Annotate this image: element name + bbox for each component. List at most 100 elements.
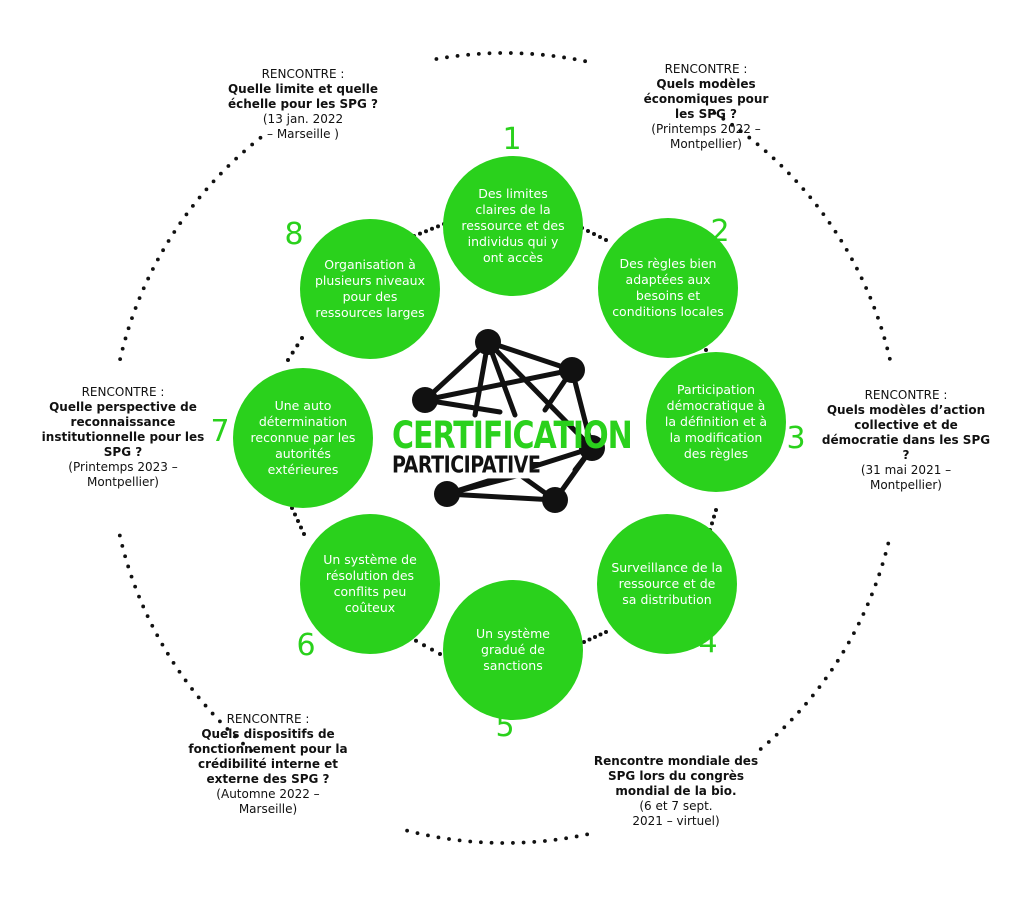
ring-dot bbox=[178, 221, 183, 226]
ring-dot bbox=[835, 658, 840, 663]
ring-dot bbox=[457, 838, 462, 843]
ring-dot bbox=[258, 135, 263, 140]
ring-dot bbox=[242, 149, 246, 154]
ring-dot bbox=[141, 286, 146, 291]
ring-dot bbox=[161, 248, 165, 253]
connector-dot bbox=[592, 232, 596, 236]
ring-dot bbox=[130, 316, 134, 320]
ring-dot bbox=[234, 156, 239, 161]
ring-dot bbox=[133, 306, 138, 310]
ring-dot bbox=[211, 179, 216, 184]
meeting-note-top-left: RENCONTRE : Quelle limite et quelle éche… bbox=[218, 67, 388, 142]
ring-dot bbox=[126, 564, 131, 569]
principle-text: Organisation à plusieurs niveaux pour de… bbox=[314, 257, 426, 320]
ring-dot bbox=[405, 828, 410, 833]
ring-dot bbox=[564, 836, 569, 841]
ring-dot bbox=[530, 52, 535, 56]
ring-dot bbox=[218, 719, 222, 724]
inner-dotted-ring bbox=[286, 222, 718, 656]
ring-dot bbox=[203, 703, 208, 708]
principle-circle-6: Un système de résolution des conflits pe… bbox=[300, 514, 440, 654]
connector-dot bbox=[582, 640, 586, 644]
ring-dot bbox=[839, 238, 844, 243]
outer-dotted-ring bbox=[117, 51, 892, 845]
ring-dot bbox=[196, 695, 201, 700]
ring-dot bbox=[150, 623, 155, 628]
ring-dot bbox=[183, 678, 188, 683]
ring-dot bbox=[850, 257, 854, 262]
ring-dot bbox=[455, 53, 460, 58]
ring-dot bbox=[583, 59, 588, 64]
ring-dot bbox=[880, 562, 885, 567]
principle-number-1: 1 bbox=[502, 122, 522, 157]
ring-dot bbox=[543, 839, 547, 843]
connector-dot bbox=[414, 638, 418, 643]
meeting-label: RENCONTRE : bbox=[864, 388, 948, 402]
connector-dot bbox=[424, 229, 428, 234]
meeting-question: Quelle limite et quelle échelle pour les… bbox=[227, 82, 378, 111]
ring-dot bbox=[137, 594, 141, 599]
meeting-note-bottom-left: RENCONTRE : Quels dispositifs de fonctio… bbox=[176, 712, 360, 817]
ring-dot bbox=[123, 554, 128, 559]
ring-dot bbox=[225, 727, 230, 731]
connector-dot bbox=[430, 226, 434, 231]
ring-dot bbox=[872, 305, 877, 310]
network-node bbox=[412, 387, 438, 413]
network-node bbox=[579, 435, 605, 461]
ring-dot bbox=[171, 660, 176, 665]
principle-text: Des limites claires de la ressource et d… bbox=[461, 186, 565, 265]
ring-dot bbox=[218, 171, 223, 176]
ring-dot bbox=[241, 741, 245, 746]
connector-dot bbox=[293, 512, 297, 517]
principle-text: Une auto détermination reconnue par les … bbox=[250, 398, 356, 477]
principle-circle-4: Surveillance de la ressource et de sa di… bbox=[597, 514, 737, 654]
ring-dot bbox=[572, 57, 577, 62]
ring-dot bbox=[774, 732, 779, 737]
ring-dot bbox=[841, 649, 846, 654]
principle-circle-3: Participation démocratique à la définiti… bbox=[646, 352, 786, 492]
ring-dot bbox=[855, 266, 859, 271]
ring-dot bbox=[141, 604, 146, 609]
connector-dot bbox=[586, 229, 590, 233]
ring-dot bbox=[856, 621, 861, 626]
connector-dot bbox=[604, 238, 608, 242]
connector-dot bbox=[714, 508, 718, 512]
ring-dot bbox=[521, 840, 526, 845]
principle-circle-8: Organisation à plusieurs niveaux pour de… bbox=[300, 219, 440, 359]
ring-dot bbox=[755, 142, 760, 147]
ring-dot bbox=[478, 840, 483, 845]
ring-dot bbox=[184, 212, 189, 217]
principle-text: Des règles bien adaptées aux besoins et … bbox=[612, 256, 724, 319]
ring-dot bbox=[155, 633, 160, 638]
ring-dot bbox=[553, 837, 558, 842]
ring-dot bbox=[562, 55, 566, 60]
connector-dot bbox=[704, 348, 708, 352]
ring-dot bbox=[846, 640, 851, 645]
connector-dot bbox=[286, 358, 290, 362]
ring-dot bbox=[865, 602, 870, 607]
connector-dot bbox=[598, 235, 602, 239]
meeting-label: RENCONTRE : bbox=[226, 712, 310, 726]
ring-dot bbox=[145, 614, 150, 619]
ring-dot bbox=[434, 57, 439, 61]
connector-dot bbox=[290, 350, 295, 355]
ring-dot bbox=[852, 631, 856, 636]
connector-dot bbox=[300, 336, 304, 340]
principle-text: Un système gradué de sanctions bbox=[476, 626, 550, 673]
ring-dot bbox=[738, 129, 743, 133]
ring-dot bbox=[249, 748, 253, 753]
ring-dot bbox=[730, 122, 735, 127]
ring-dot bbox=[466, 52, 471, 57]
meeting-details: (Printemps 2022 – Montpellier) bbox=[651, 122, 761, 151]
ring-dot bbox=[519, 51, 524, 56]
ring-dot bbox=[476, 51, 481, 56]
ring-dot bbox=[500, 841, 505, 845]
ring-dot bbox=[233, 734, 238, 739]
ring-dot bbox=[823, 676, 828, 681]
principle-number-4: 4 bbox=[698, 625, 718, 660]
connector-dot bbox=[302, 532, 306, 536]
ring-dot bbox=[165, 651, 170, 656]
ring-dot bbox=[190, 687, 194, 691]
